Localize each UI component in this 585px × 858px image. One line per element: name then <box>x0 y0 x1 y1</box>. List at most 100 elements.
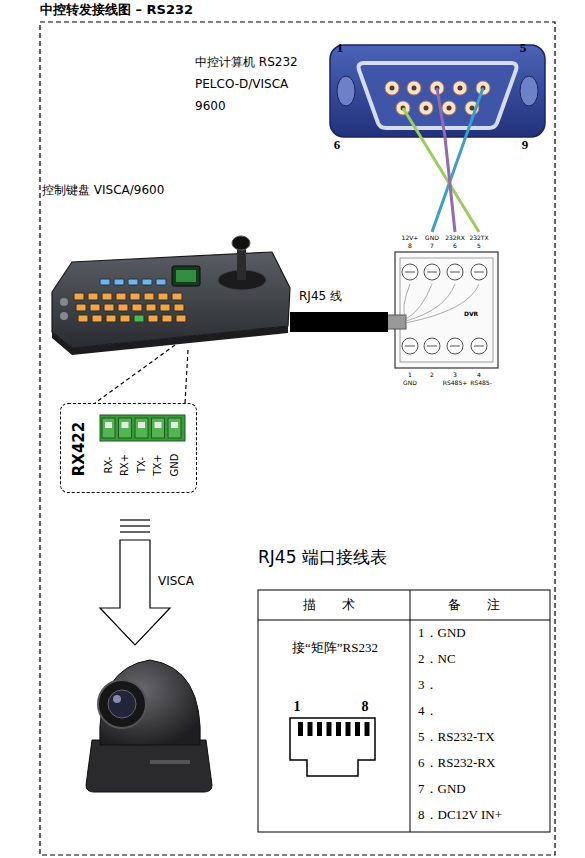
node-text: RX422 <box>70 422 88 476</box>
drawing-rect <box>105 422 112 428</box>
drawing-circle <box>402 338 418 354</box>
callout-leader <box>185 350 188 403</box>
table-cell: 7．GND <box>418 782 466 796</box>
db9-connector-node: 中控计算机 RS232 PELCO-D/VISCA 9600 <box>195 45 545 137</box>
pin-number: 6 <box>334 138 341 152</box>
drawing-rect <box>100 415 185 441</box>
node-text: 控制键盘 VISCA/9600 <box>42 182 164 199</box>
rj45-cable <box>290 312 388 332</box>
drawing-rect <box>176 270 196 282</box>
drawing-rect <box>122 422 129 428</box>
drawing-line <box>450 346 460 347</box>
table-cell: 6．RS232-RX <box>418 756 495 770</box>
drawing-rect <box>298 722 303 736</box>
drawing-rect <box>102 418 115 438</box>
drawing-rect <box>134 315 144 322</box>
callout-leader <box>95 345 185 441</box>
table-cell: 5．RS232-TX <box>418 730 495 744</box>
drawing-line <box>403 108 479 232</box>
wires <box>403 88 483 232</box>
drawing-line <box>120 531 150 532</box>
drawing-circle <box>390 86 395 91</box>
drawing-rect <box>119 418 132 438</box>
drawing-rect <box>92 315 102 322</box>
drawing-rect <box>118 304 128 311</box>
drawing-rect <box>144 293 154 300</box>
drawing-rect <box>116 293 126 300</box>
drawing-rect <box>130 293 140 300</box>
table-cell: 1 <box>294 699 301 714</box>
drawing-rect <box>327 722 332 736</box>
drawing-rect <box>132 304 142 311</box>
pin-label: TX+ <box>152 454 163 475</box>
drawing-rect <box>317 722 322 736</box>
pin-number: 5 <box>520 41 527 55</box>
drawing-rect <box>128 279 138 285</box>
pin-label: GND <box>403 380 417 387</box>
drawing-line <box>450 272 460 273</box>
edge-label: RJ45 线 <box>297 290 344 303</box>
rx422-callout-node: RX422 <box>60 403 197 493</box>
drawing-rect <box>176 315 186 322</box>
table-cell: 2．NC <box>418 652 456 666</box>
drawing-circle <box>113 695 121 703</box>
drawing-rect <box>172 266 200 286</box>
table-cell: 1．GND <box>418 626 466 640</box>
caption-label: RJ45 端口接线表 <box>258 548 387 567</box>
drawing-circle <box>412 86 417 91</box>
drawing-g <box>60 279 186 322</box>
signal-wire <box>445 137 455 232</box>
drawing-circle <box>424 264 440 280</box>
drawing-rect <box>90 304 100 311</box>
pin-label: 5 <box>477 243 481 250</box>
drawing-circle <box>424 106 429 111</box>
drawing-rect <box>308 722 313 736</box>
table-cell: 接“矩阵”RS232 <box>292 641 378 655</box>
drawing-rect <box>135 418 148 438</box>
drawing-rect <box>148 315 158 322</box>
pin-label: RX+ <box>119 454 130 476</box>
drawing-line <box>474 346 484 347</box>
drawing-rect <box>365 722 370 736</box>
drawing-circle <box>98 680 146 728</box>
drawing-rect <box>330 45 545 137</box>
drawing-circle <box>471 264 487 280</box>
drawing-rect <box>162 315 172 322</box>
drawing-circle <box>447 106 452 111</box>
drawing-line <box>120 519 150 520</box>
drawing-rect <box>74 293 84 300</box>
drawing-rect <box>100 279 110 285</box>
drawing-line <box>120 525 150 526</box>
drawing-rect <box>120 315 130 322</box>
drawing-path <box>52 326 288 355</box>
drawing-rect <box>171 422 178 428</box>
keyboard-illustration <box>52 236 290 355</box>
node-text: DVR <box>464 310 478 317</box>
table-cell: 备 注 <box>448 598 512 612</box>
pin-label: 4 <box>477 372 481 379</box>
drawing-line <box>410 590 411 832</box>
drawing-path <box>100 540 170 645</box>
drawing-circle <box>458 86 463 91</box>
drawing-rect <box>336 722 341 736</box>
drawing-path <box>404 284 410 317</box>
node-text: 中控计算机 RS232 PELCO-D/VISCA 9600 <box>195 51 320 117</box>
drawing-line <box>427 346 437 347</box>
drawing-circle <box>407 81 421 95</box>
drawing-rect <box>138 422 145 428</box>
drawing-line <box>432 88 483 232</box>
pin-label: TX- <box>136 457 147 473</box>
drawing-ellipse <box>337 76 355 106</box>
drawing-rect <box>76 304 86 311</box>
pin-label: 7 <box>430 243 434 250</box>
drawing-rect <box>346 722 351 736</box>
drawing-path <box>100 660 201 745</box>
drawing-circle <box>447 338 463 354</box>
drawing-circle <box>453 81 467 95</box>
pin-table <box>258 590 550 832</box>
pin-label: 232RX <box>445 235 465 242</box>
diagram-title: 中控转发接线图 – RS232 <box>40 3 193 17</box>
table-cell: 8．DC12V IN+ <box>418 808 502 822</box>
terminal-block <box>384 252 498 368</box>
